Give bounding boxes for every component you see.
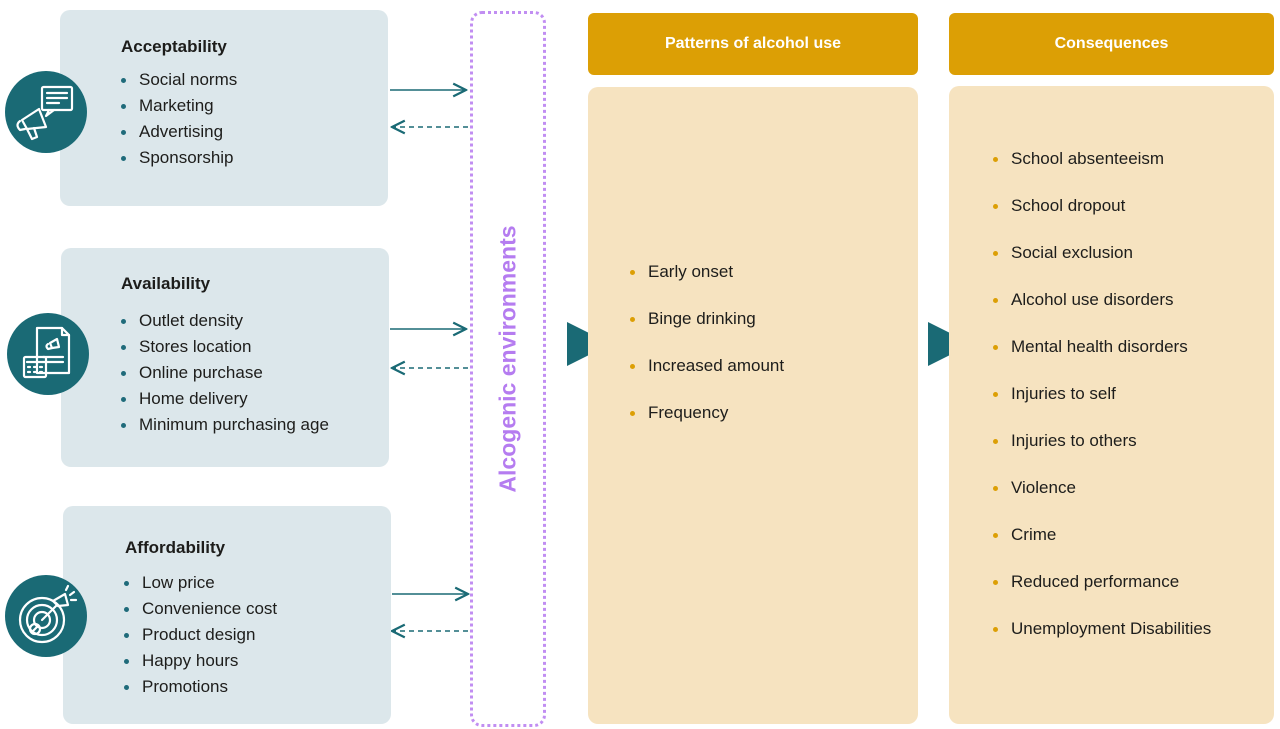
list-item: Frequency [626, 403, 784, 450]
list-item: Mental health disorders [989, 337, 1211, 384]
list-item: Social norms [118, 67, 237, 93]
list-item: Product design [121, 622, 277, 648]
list-item: Outlet density [118, 308, 329, 334]
list-item: Violence [989, 478, 1211, 525]
list-item: Promotions [121, 674, 277, 700]
list-item: Crime [989, 525, 1211, 572]
document-calculator-icon [7, 313, 89, 395]
acceptability-arrows [390, 90, 468, 127]
list-item: Reduced performance [989, 572, 1211, 619]
list-item: Low price [121, 570, 277, 596]
patterns-header: Patterns of alcohol use [588, 13, 918, 75]
list-item: Binge drinking [626, 309, 784, 356]
list-item: Happy hours [121, 648, 277, 674]
list-item: Stores location [118, 334, 329, 360]
list-item: Online purchase [118, 360, 329, 386]
list-item: Marketing [118, 93, 237, 119]
consequences-panel: School absenteeism School dropout Social… [949, 86, 1274, 724]
alcogenic-environments-box [470, 11, 546, 727]
consequences-header: Consequences [949, 13, 1274, 75]
list-item: Early onset [626, 262, 784, 309]
patterns-panel: Early onset Binge drinking Increased amo… [588, 87, 918, 724]
availability-arrows [390, 329, 468, 368]
list-item: School dropout [989, 196, 1211, 243]
target-megaphone-icon [5, 575, 87, 657]
affordability-box: Affordability Low price Convenience cost… [63, 506, 391, 724]
acceptability-title: Acceptability [121, 37, 227, 56]
affordability-arrows [392, 594, 468, 631]
availability-title: Availability [121, 274, 211, 293]
patterns-list: Early onset Binge drinking Increased amo… [626, 262, 784, 450]
acceptability-box: Acceptability Social norms Marketing Adv… [60, 10, 388, 206]
list-item: Injuries to others [989, 431, 1211, 478]
list-item: Convenience cost [121, 596, 277, 622]
list-item: Social exclusion [989, 243, 1211, 290]
list-item: Increased amount [626, 356, 784, 403]
list-item: Unemployment Disabilities [989, 619, 1211, 666]
list-item: Advertising [118, 119, 237, 145]
list-item: School absenteeism [989, 149, 1211, 196]
list-item: Sponsorship [118, 145, 237, 171]
availability-box: Availability Outlet density Stores locat… [61, 248, 389, 467]
list-item: Injuries to self [989, 384, 1211, 431]
alcogenic-environments-label: Alcogenic environments [494, 225, 521, 493]
list-item: Alcohol use disorders [989, 290, 1211, 337]
availability-list: Outlet density Stores location Online pu… [118, 308, 329, 438]
acceptability-list: Social norms Marketing Advertising Spons… [118, 67, 237, 171]
list-item: Home delivery [118, 386, 329, 412]
list-item: Minimum purchasing age [118, 412, 329, 438]
megaphone-speech-icon [5, 71, 87, 153]
affordability-title: Affordability [125, 538, 226, 557]
consequences-list: School absenteeism School dropout Social… [989, 149, 1211, 666]
affordability-list: Low price Convenience cost Product desig… [121, 570, 277, 700]
